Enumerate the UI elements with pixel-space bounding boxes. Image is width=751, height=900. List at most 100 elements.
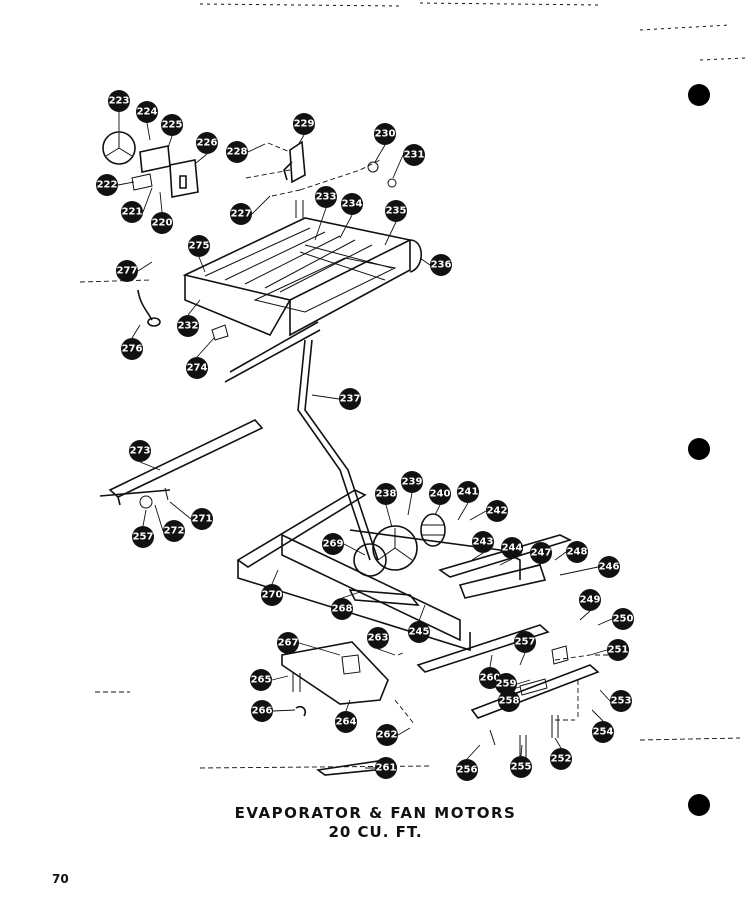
binder-hole-top [688,84,710,106]
svg-text:249: 249 [580,595,601,606]
callout-248: 248 [566,541,588,563]
svg-text:240: 240 [430,489,451,500]
svg-text:262: 262 [377,730,398,741]
callout-269: 269 [322,533,344,555]
callout-266: 266 [251,700,273,722]
svg-text:226: 226 [197,138,218,149]
svg-text:274: 274 [187,363,208,374]
callout-221: 221 [121,201,143,223]
svg-text:239: 239 [402,477,423,488]
callout-257-left: 257 [132,526,154,548]
svg-text:259: 259 [496,679,517,690]
svg-text:276: 276 [122,344,143,355]
callout-249: 249 [579,589,601,611]
svg-text:270: 270 [262,590,283,601]
svg-text:242: 242 [487,506,508,517]
callout-242: 242 [486,500,508,522]
callout-230: 230 [374,123,396,145]
callout-257-right: 257 [514,631,536,653]
svg-text:231: 231 [404,150,425,161]
callout-241: 241 [457,481,479,503]
callout-238: 238 [375,483,397,505]
svg-text:237: 237 [340,394,361,405]
left-support-rail-part [108,419,264,506]
svg-text:225: 225 [162,120,183,131]
svg-text:257: 257 [133,532,154,543]
callout-252: 252 [550,748,572,770]
svg-text:255: 255 [511,762,532,773]
callout-244: 244 [501,537,523,559]
svg-text:222: 222 [97,180,118,191]
svg-text:260: 260 [480,673,501,684]
refrigerant-tube-part [297,339,379,561]
callout-258: 258 [498,690,520,712]
evaporator-coil-part [182,217,423,383]
svg-text:247: 247 [531,548,552,559]
callout-253: 253 [610,690,632,712]
svg-text:268: 268 [332,604,353,615]
svg-text:252: 252 [551,754,572,765]
svg-text:275: 275 [189,241,210,252]
svg-text:263: 263 [368,633,389,644]
callout-227: 227 [230,203,252,225]
svg-text:257: 257 [515,637,536,648]
svg-text:264: 264 [336,717,357,728]
svg-text:233: 233 [316,192,337,203]
page-number: 70 [52,872,69,886]
callout-243: 243 [472,531,494,553]
svg-text:266: 266 [252,706,273,717]
callout-245: 245 [408,621,430,643]
svg-text:277: 277 [117,266,138,277]
svg-text:267: 267 [278,638,299,649]
svg-text:229: 229 [294,119,315,130]
diagram-subtitle: 20 CU. FT. [328,823,423,841]
callout-273: 273 [129,440,151,462]
callout-277: 277 [116,260,138,282]
callout-224: 224 [136,101,158,123]
svg-text:228: 228 [227,147,248,158]
callout-267: 267 [277,632,299,654]
svg-text:221: 221 [122,207,143,218]
svg-text:254: 254 [593,727,614,738]
svg-text:230: 230 [375,129,396,140]
mounting-bracket-part [281,641,389,705]
callout-261: 261 [375,757,397,779]
callout-231: 231 [403,144,425,166]
svg-text:269: 269 [323,539,344,550]
callout-263: 263 [367,627,389,649]
svg-text:232: 232 [178,321,199,332]
callout-274: 274 [186,357,208,379]
svg-text:220: 220 [152,218,173,229]
callout-240: 240 [429,483,451,505]
svg-text:235: 235 [386,206,407,217]
callout-246: 246 [598,556,620,578]
callout-234: 234 [341,193,363,215]
binder-hole-bottom [688,794,710,816]
callout-235: 235 [385,200,407,222]
svg-text:248: 248 [567,547,588,558]
svg-text:223: 223 [109,96,130,107]
svg-text:245: 245 [409,627,430,638]
callout-270: 270 [261,584,283,606]
svg-text:238: 238 [376,489,397,500]
diagram-title: EVAPORATOR & FAN MOTORS [234,804,517,822]
callout-255: 255 [510,756,532,778]
callout-276: 276 [121,338,143,360]
svg-text:273: 273 [130,446,151,457]
svg-text:265: 265 [251,675,272,686]
condenser-fan-part [372,525,418,571]
callout-254: 254 [592,721,614,743]
svg-text:271: 271 [192,514,213,525]
svg-text:243: 243 [473,537,494,548]
callout-222: 222 [96,174,118,196]
svg-text:244: 244 [502,543,523,554]
svg-text:251: 251 [608,645,629,656]
fan-motor-bracket-part [169,159,199,198]
callout-272: 272 [163,520,185,542]
evaporator-bracket-part [283,140,306,184]
callout-220: 220 [151,212,173,234]
callout-239: 239 [401,471,423,493]
callout-256: 256 [456,759,478,781]
callout-264: 264 [335,711,357,733]
